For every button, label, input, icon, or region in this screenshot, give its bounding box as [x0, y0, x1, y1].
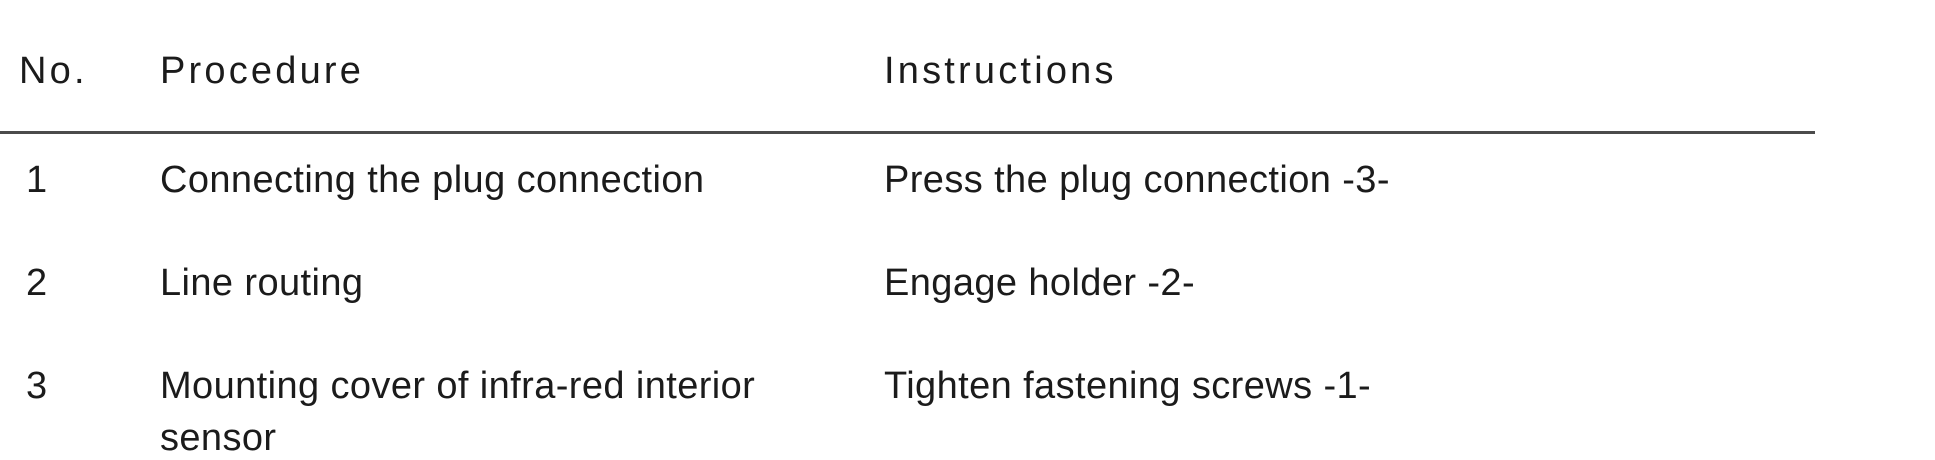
procedure-cell: Mounting cover of infra-red interior sen… — [160, 365, 756, 459]
row-number: 3 — [26, 365, 48, 407]
column-header-procedure: Procedure — [160, 50, 365, 92]
table-row: 2 Line routing Engage holder -2- — [0, 237, 1815, 340]
instructions-cell: Press the plug connection -3- — [884, 159, 1390, 201]
row-number: 2 — [26, 262, 48, 304]
column-header-no: No. — [19, 50, 88, 92]
table-row: 1 Connecting the plug connection Press t… — [0, 134, 1815, 237]
table-header-row: No. Procedure Instructions — [0, 0, 1815, 134]
procedure-cell: Line routing — [160, 262, 364, 304]
instructions-cell: Engage holder -2- — [884, 262, 1196, 304]
column-header-instructions: Instructions — [884, 50, 1117, 92]
row-number: 1 — [26, 159, 48, 201]
table-row: 3 Mounting cover of infra-red interior s… — [0, 340, 1815, 460]
instructions-cell: Tighten fastening screws -1- — [884, 365, 1372, 407]
procedure-table: No. Procedure Instructions 1 Connecting … — [0, 0, 1815, 460]
procedure-cell: Connecting the plug connection — [160, 159, 705, 201]
